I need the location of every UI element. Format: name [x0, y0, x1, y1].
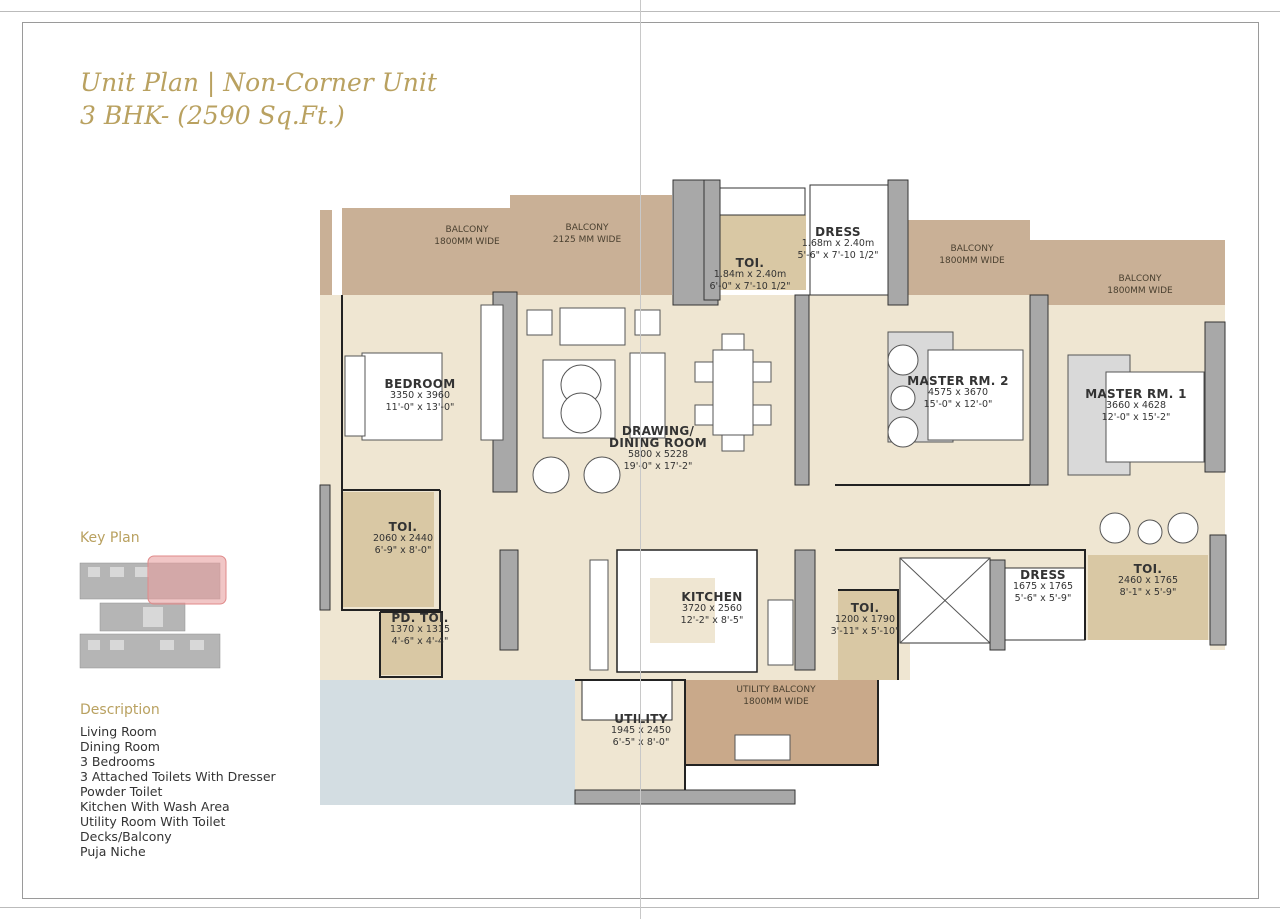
description-item: Dining Room	[80, 739, 160, 754]
description-item: Puja Niche	[80, 844, 146, 859]
toilet-bedroom	[342, 492, 434, 567]
title-line-2: 3 BHK- (2590 Sq.Ft.)	[80, 101, 345, 130]
toilet-utility	[838, 590, 898, 680]
description-item: 3 Bedrooms	[80, 754, 155, 769]
toilet-master	[1088, 555, 1208, 640]
description-list: Living Room Dining Room 3 Bedrooms 3 Att…	[80, 724, 276, 859]
balcony-left	[342, 195, 672, 295]
page-fold	[640, 0, 641, 919]
description-item: Utility Room With Toilet	[80, 814, 226, 829]
description-item: 3 Attached Toilets With Dresser	[80, 769, 276, 784]
description-item: Decks/Balcony	[80, 829, 172, 844]
description-item: Kitchen With Wash Area	[80, 799, 230, 814]
description-item: Powder Toilet	[80, 784, 163, 799]
title-line-1: Unit Plan | Non-Corner Unit	[80, 68, 437, 97]
description-item: Living Room	[80, 724, 157, 739]
description-heading: Description	[80, 702, 160, 718]
toilet-top	[718, 215, 806, 290]
page-title: Unit Plan | Non-Corner Unit 3 BHK- (2590…	[80, 66, 437, 132]
key-plan-heading: Key Plan	[80, 530, 140, 546]
key-plan-highlight	[147, 555, 227, 605]
powder-toilet	[380, 612, 442, 675]
balcony-right	[905, 220, 1225, 305]
